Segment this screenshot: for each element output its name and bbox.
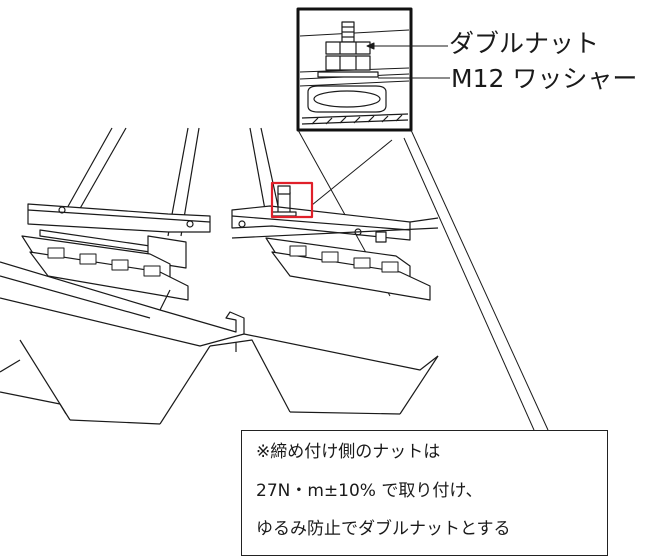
- note-line-2: 27N・m±10% で取り付け、: [256, 481, 483, 501]
- double-nut-label: ダブルナット: [449, 29, 600, 58]
- tightening-note: ※締め付け側のナットは 27N・m±10% で取り付け、 ゆるみ防止でダブルナッ…: [241, 430, 608, 556]
- washer: [317, 71, 379, 78]
- lower-nut: [325, 55, 371, 71]
- note-line-3: ゆるみ防止でダブルナットとする: [256, 519, 511, 539]
- washer-label: M12 ワッシャー: [451, 64, 638, 93]
- callout-leaders: [366, 42, 450, 79]
- note-line-1: ※締め付け側のナットは: [256, 442, 441, 462]
- highlight-box: [270, 181, 314, 219]
- upper-nut: [325, 41, 371, 55]
- panel-mount-assembly: [0, 127, 439, 425]
- detail-inset: [296, 7, 413, 132]
